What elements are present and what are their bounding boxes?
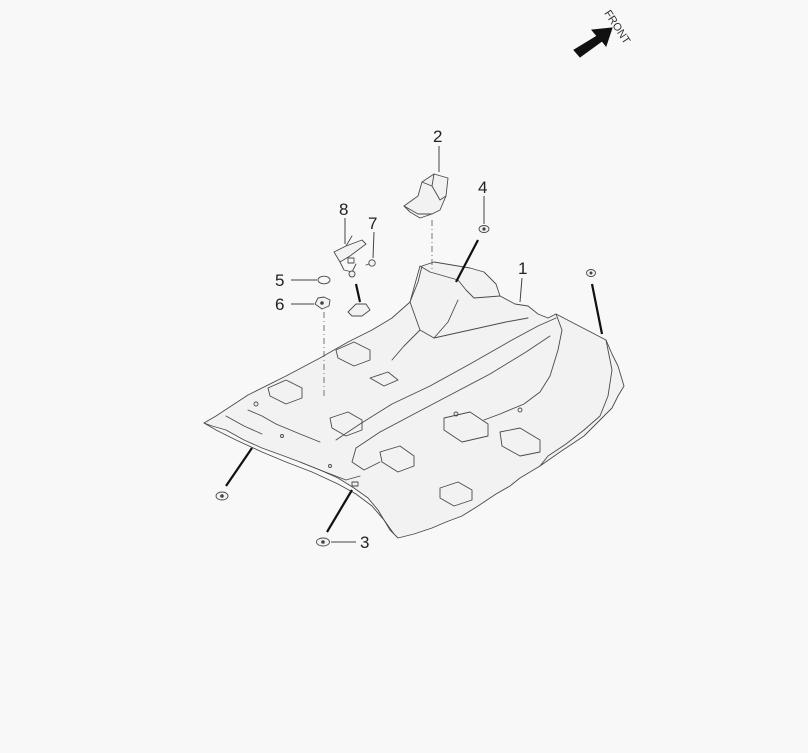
callout-3: 3 [360,533,369,552]
part-4-pointer [455,239,479,283]
grommet [314,296,331,310]
arrow-icon [573,27,613,58]
callout-6: 6 [275,295,284,314]
lower-bracket [347,270,371,317]
callout-2: 2 [433,127,442,146]
callout-1: 1 [518,259,527,278]
leader-7 [372,231,375,259]
screw [365,259,376,267]
clip-lower-center-pointer [326,489,353,533]
clip-lower-left-pointer [225,447,253,487]
bracket-assembly [333,235,367,273]
floor-carpet [203,261,625,539]
callout-8: 8 [339,200,348,219]
callout-4: 4 [478,178,487,197]
leader-1 [519,277,523,303]
clip-upper [478,225,490,233]
part-8-pointer [354,283,362,303]
o-ring [317,275,331,285]
front-indicator: FRONT [573,8,632,58]
console-pad [403,173,449,219]
clip-lower-center [316,537,330,547]
rear-clip-pointer [590,283,604,335]
callout-7: 7 [368,214,377,233]
clip-lower-left [215,491,229,501]
callout-5: 5 [275,271,284,290]
clip-rear-right [586,269,596,277]
